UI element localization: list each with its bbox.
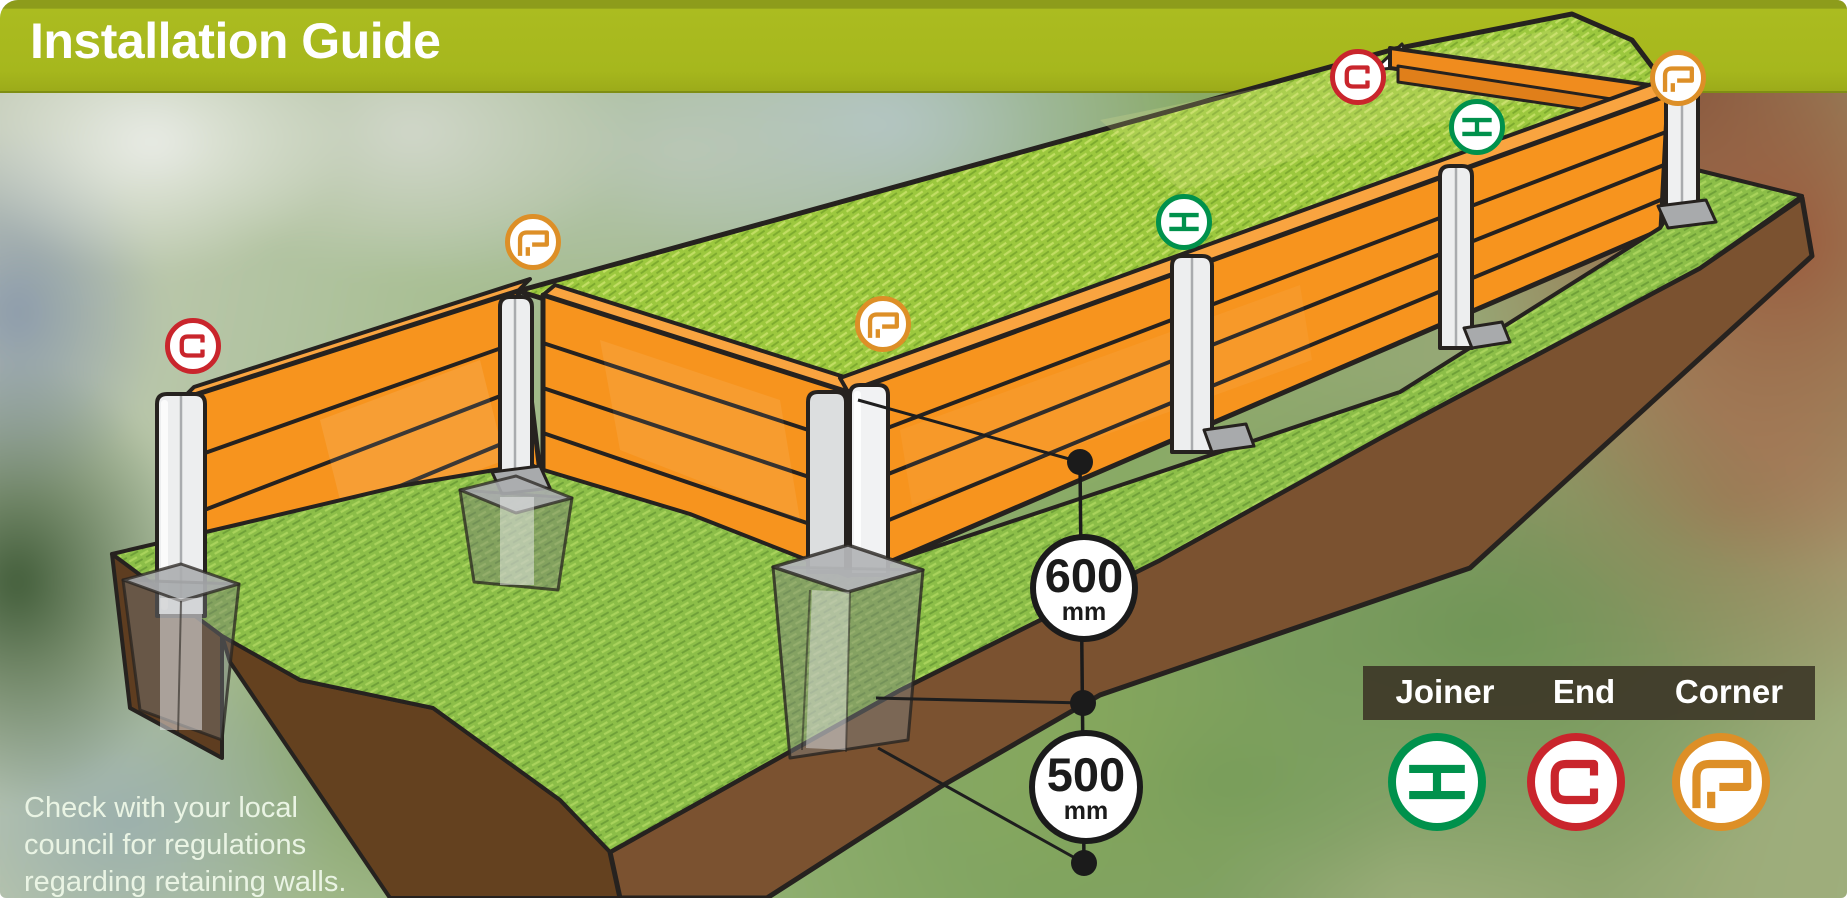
dimension-600-value: 600 xyxy=(1045,549,1123,602)
legend: Joiner End Corner xyxy=(1363,666,1815,898)
joiner-icon xyxy=(1409,764,1465,800)
corner-icon xyxy=(1692,759,1752,809)
posts xyxy=(155,84,1718,618)
joiner-icon xyxy=(1169,212,1199,232)
legend-icon-joiner xyxy=(1388,733,1486,831)
marker-badge-end xyxy=(165,318,221,374)
marker-badge-corner xyxy=(1650,50,1706,106)
dimension-600-unit: mm xyxy=(1062,598,1106,626)
post-joiner-mid xyxy=(1170,254,1256,454)
joiner-icon xyxy=(1462,117,1492,137)
footing-end-left xyxy=(121,562,241,742)
council-note-line-2: council for regulations xyxy=(24,829,307,861)
post-end-left xyxy=(155,392,207,618)
end-icon xyxy=(1550,759,1599,805)
post-corner-front xyxy=(806,383,890,577)
legend-label-end: End xyxy=(1552,673,1616,710)
legend-title-bar: Joiner End Corner xyxy=(1363,666,1815,720)
council-note-line-1: Check with your local xyxy=(24,792,298,824)
post-end-right xyxy=(1656,84,1718,230)
corner-icon xyxy=(517,230,549,256)
legend-label-corner: Corner xyxy=(1674,673,1784,710)
marker-badge-joiner xyxy=(1449,99,1505,155)
end-icon xyxy=(179,334,205,358)
dimension-600mm: 600 mm xyxy=(1030,534,1138,642)
page-title: Installation Guide xyxy=(30,13,441,69)
council-note: Check with your local council for regula… xyxy=(24,790,346,898)
marker-badge-joiner xyxy=(1156,194,1212,250)
corner-icon xyxy=(1662,66,1694,92)
marker-badge-end xyxy=(1330,49,1386,105)
corner-icon xyxy=(867,312,899,338)
marker-badge-corner xyxy=(505,214,561,270)
council-note-line-3: regarding retaining walls. xyxy=(24,866,347,898)
dimension-lines: 600 mm 500 mm xyxy=(857,398,1143,876)
legend-icon-end xyxy=(1527,733,1625,831)
dimension-500mm: 500 mm xyxy=(1029,730,1143,844)
marker-badge-corner xyxy=(855,296,911,352)
footing-corner-front xyxy=(771,543,925,760)
post-joiner-right xyxy=(1438,164,1512,350)
dimension-500-value: 500 xyxy=(1047,748,1125,801)
footing-corner-left xyxy=(458,474,574,592)
end-icon xyxy=(1344,65,1370,89)
legend-icon-corner xyxy=(1672,733,1770,831)
dimension-500-unit: mm xyxy=(1064,797,1108,825)
concrete-footings xyxy=(121,474,925,760)
legend-label-joiner: Joiner xyxy=(1395,673,1495,710)
